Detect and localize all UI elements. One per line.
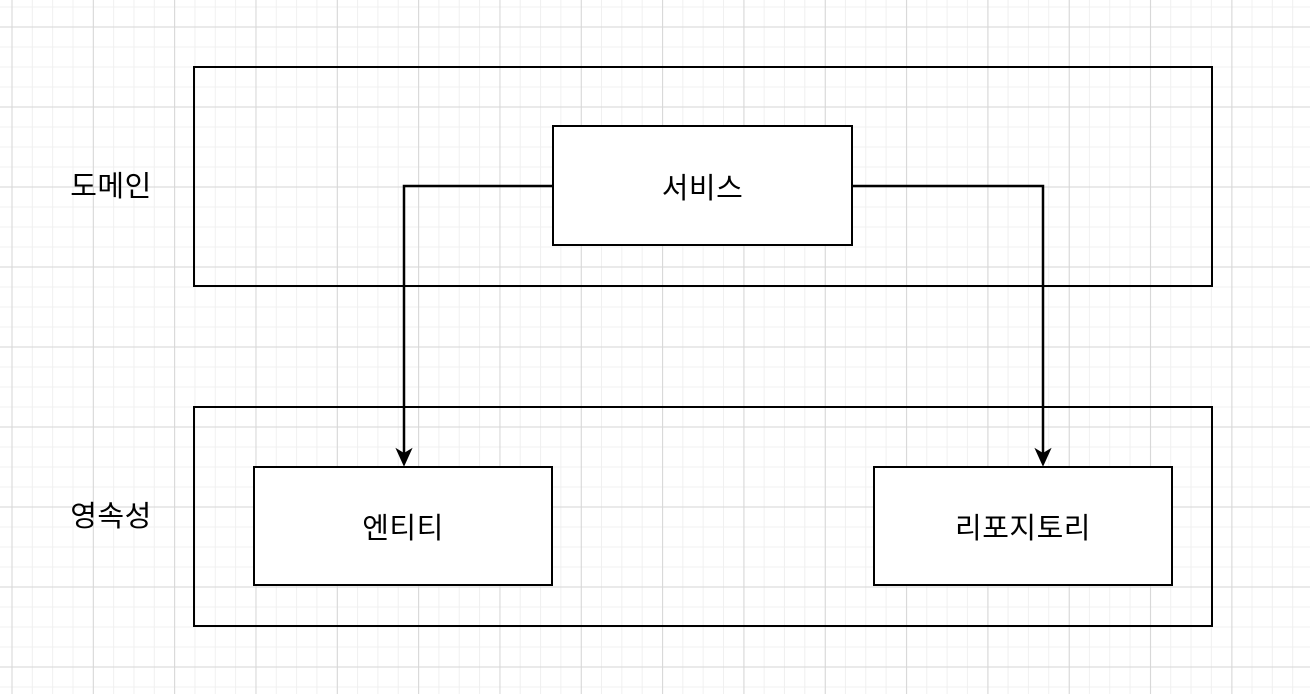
node-repository[interactable]: 리포지토리	[873, 466, 1173, 586]
node-entity[interactable]: 엔티티	[253, 466, 553, 586]
lane-persistence-label[interactable]: 영속성	[46, 494, 176, 534]
lane-persistence-container[interactable]	[193, 406, 1213, 627]
lane-domain-label-text: 도메인	[70, 171, 152, 203]
node-service-label: 서비스	[661, 172, 744, 205]
lane-persistence-label-text: 영속성	[70, 501, 152, 533]
lane-domain-label[interactable]: 도메인	[46, 164, 176, 204]
node-repository-label: 리포지토리	[955, 513, 1091, 545]
node-entity-label: 엔티티	[362, 513, 444, 545]
node-service[interactable]: 서비스	[552, 125, 853, 246]
lane-domain-container[interactable]	[193, 66, 1213, 287]
